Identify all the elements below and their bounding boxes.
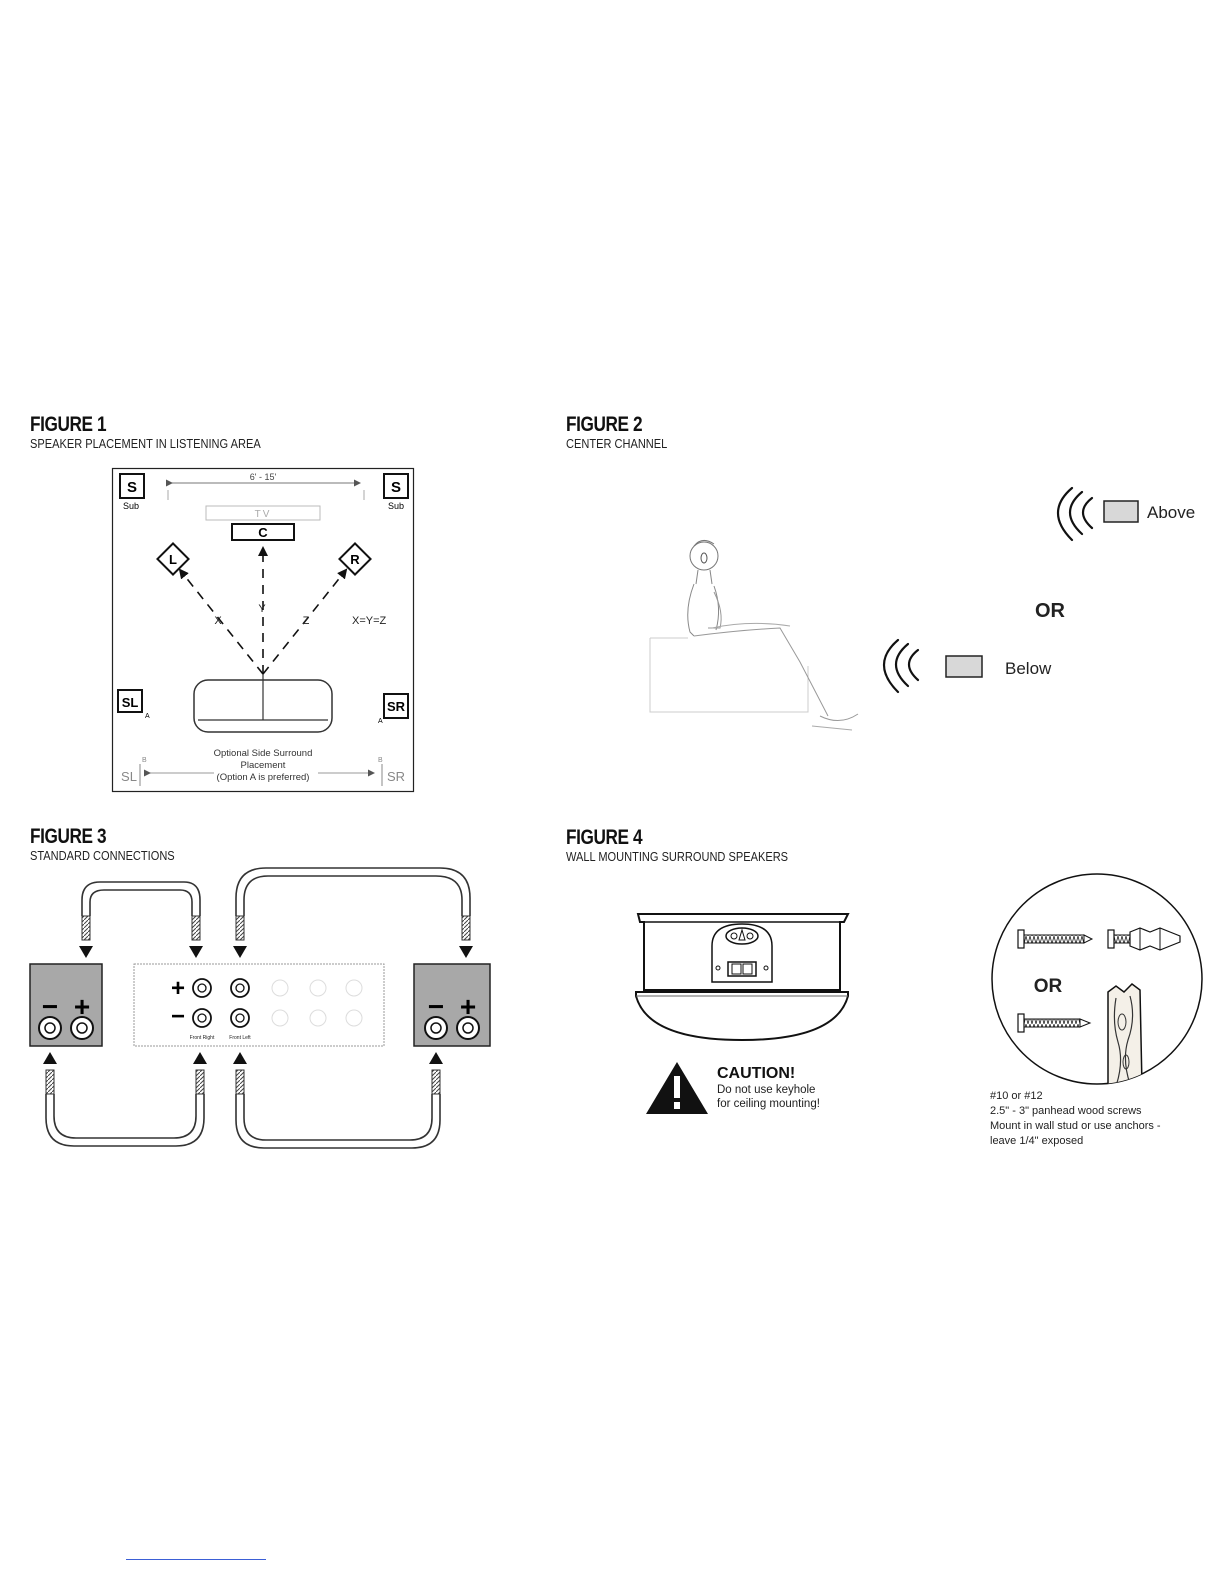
center-channel-diagram: Above OR Below [649,486,1195,731]
svg-text:SR: SR [387,769,405,784]
caution-line2: for ceiling mounting! [717,1098,820,1110]
svg-text:B: B [142,757,147,764]
screw-note-line3: Mount in wall stud or use anchors - [990,1120,1161,1132]
sound-waves-icon [883,638,920,694]
surround-left-a: SL A [117,689,150,720]
svg-text:SL: SL [122,695,139,710]
front-right-label: Front Right [190,1035,215,1041]
svg-text:R: R [350,552,360,567]
surround-note-line1: Optional Side Surround [214,748,313,759]
receiver-panel: + − Front Right Front Left [133,963,385,1047]
right-speaker-terminals: − + [413,963,491,1047]
caution-title: CAUTION! [717,1065,795,1082]
speaker-placement-diagram: 6' - 15' S Sub S Sub TV C L R X Y Z X=Y=… [111,467,415,793]
svg-text:+: + [460,991,476,1022]
seated-person-illustration [649,540,859,731]
link-underline [126,1559,266,1560]
wall-mount-speaker-illustration [635,913,850,1042]
svg-text:L: L [169,552,177,567]
figure2-subtitle: CENTER CHANNEL [566,436,668,451]
above-label: Above [1147,503,1195,522]
svg-text:X: X [214,615,222,627]
above-speaker: Above [1057,486,1195,542]
svg-text:Sub: Sub [123,501,139,511]
wall-anchor-icon [1107,927,1181,951]
top-wires [81,867,471,916]
svg-text:A: A [378,718,383,725]
wood-stud-icon [1107,983,1143,1084]
caution-warning: CAUTION! Do not use keyhole for ceiling … [646,1062,820,1114]
svg-text:Z: Z [303,615,310,627]
surround-left-b: B SL [121,757,147,786]
svg-text:−: − [428,991,444,1022]
right-speaker: R [338,542,372,576]
panhead-screw-icon [1017,1013,1092,1033]
figure3-title: FIGURE 3 [30,825,107,848]
svg-text:SL: SL [121,769,137,784]
svg-text:Y: Y [258,603,266,615]
surround-note-line3: (Option A is preferred) [217,772,310,783]
svg-text:S: S [391,479,401,496]
left-speaker-terminals: − + [29,963,103,1047]
figure2-title: FIGURE 2 [566,413,643,436]
svg-text:−: − [42,991,58,1022]
screw-notes: #10 or #12 2.5" - 3" panhead wood screws… [990,1090,1161,1147]
surround-right-a: SR A [378,693,409,725]
center-speaker: C [231,523,295,541]
couch [193,674,333,733]
svg-text:C: C [258,525,268,540]
caution-line1: Do not use keyhole [717,1084,815,1096]
svg-text:A: A [145,713,150,720]
figure3-subtitle: STANDARD CONNECTIONS [30,848,175,863]
svg-text:SR: SR [387,699,406,714]
below-speaker: Below [883,638,1052,694]
svg-text:+: + [171,975,185,1002]
bottom-wires [45,1094,441,1149]
or-label: OR [1035,600,1066,622]
screw-note-line1: #10 or #12 [990,1090,1043,1102]
standard-connections-diagram: − + + − Front Right Front Left − + [29,867,491,1149]
sound-waves-icon [1057,486,1094,542]
figure4-title: FIGURE 4 [566,826,643,849]
subwoofer-left: S Sub [119,473,145,511]
figure4-subtitle: WALL MOUNTING SURROUND SPEAKERS [566,849,789,864]
screw-note-line4: leave 1/4" exposed [990,1135,1083,1147]
figure1-subtitle: SPEAKER PLACEMENT IN LISTENING AREA [30,436,261,451]
screw-or-label: OR [1034,976,1063,997]
subwoofer-right: S Sub [383,473,409,511]
left-speaker: L [156,542,190,576]
svg-text:B: B [378,757,383,764]
figure1-title: FIGURE 1 [30,413,107,436]
below-label: Below [1005,659,1052,678]
tv [205,505,321,521]
svg-text:Sub: Sub [388,501,404,511]
distance-label: 6' - 15' [250,472,277,482]
surround-right-b: B SR [378,757,405,786]
svg-text:+: + [74,991,90,1022]
tv-label: TV [255,509,272,520]
screw-note-line2: 2.5" - 3" panhead wood screws [990,1105,1142,1117]
panhead-screw-icon [1017,929,1094,949]
surround-note-line2: Placement [241,760,286,771]
equation-label: X=Y=Z [352,615,387,627]
svg-text:−: − [171,1003,185,1030]
svg-text:S: S [127,479,137,496]
front-left-label: Front Left [229,1035,251,1041]
screw-detail-circle: OR [991,873,1203,1085]
